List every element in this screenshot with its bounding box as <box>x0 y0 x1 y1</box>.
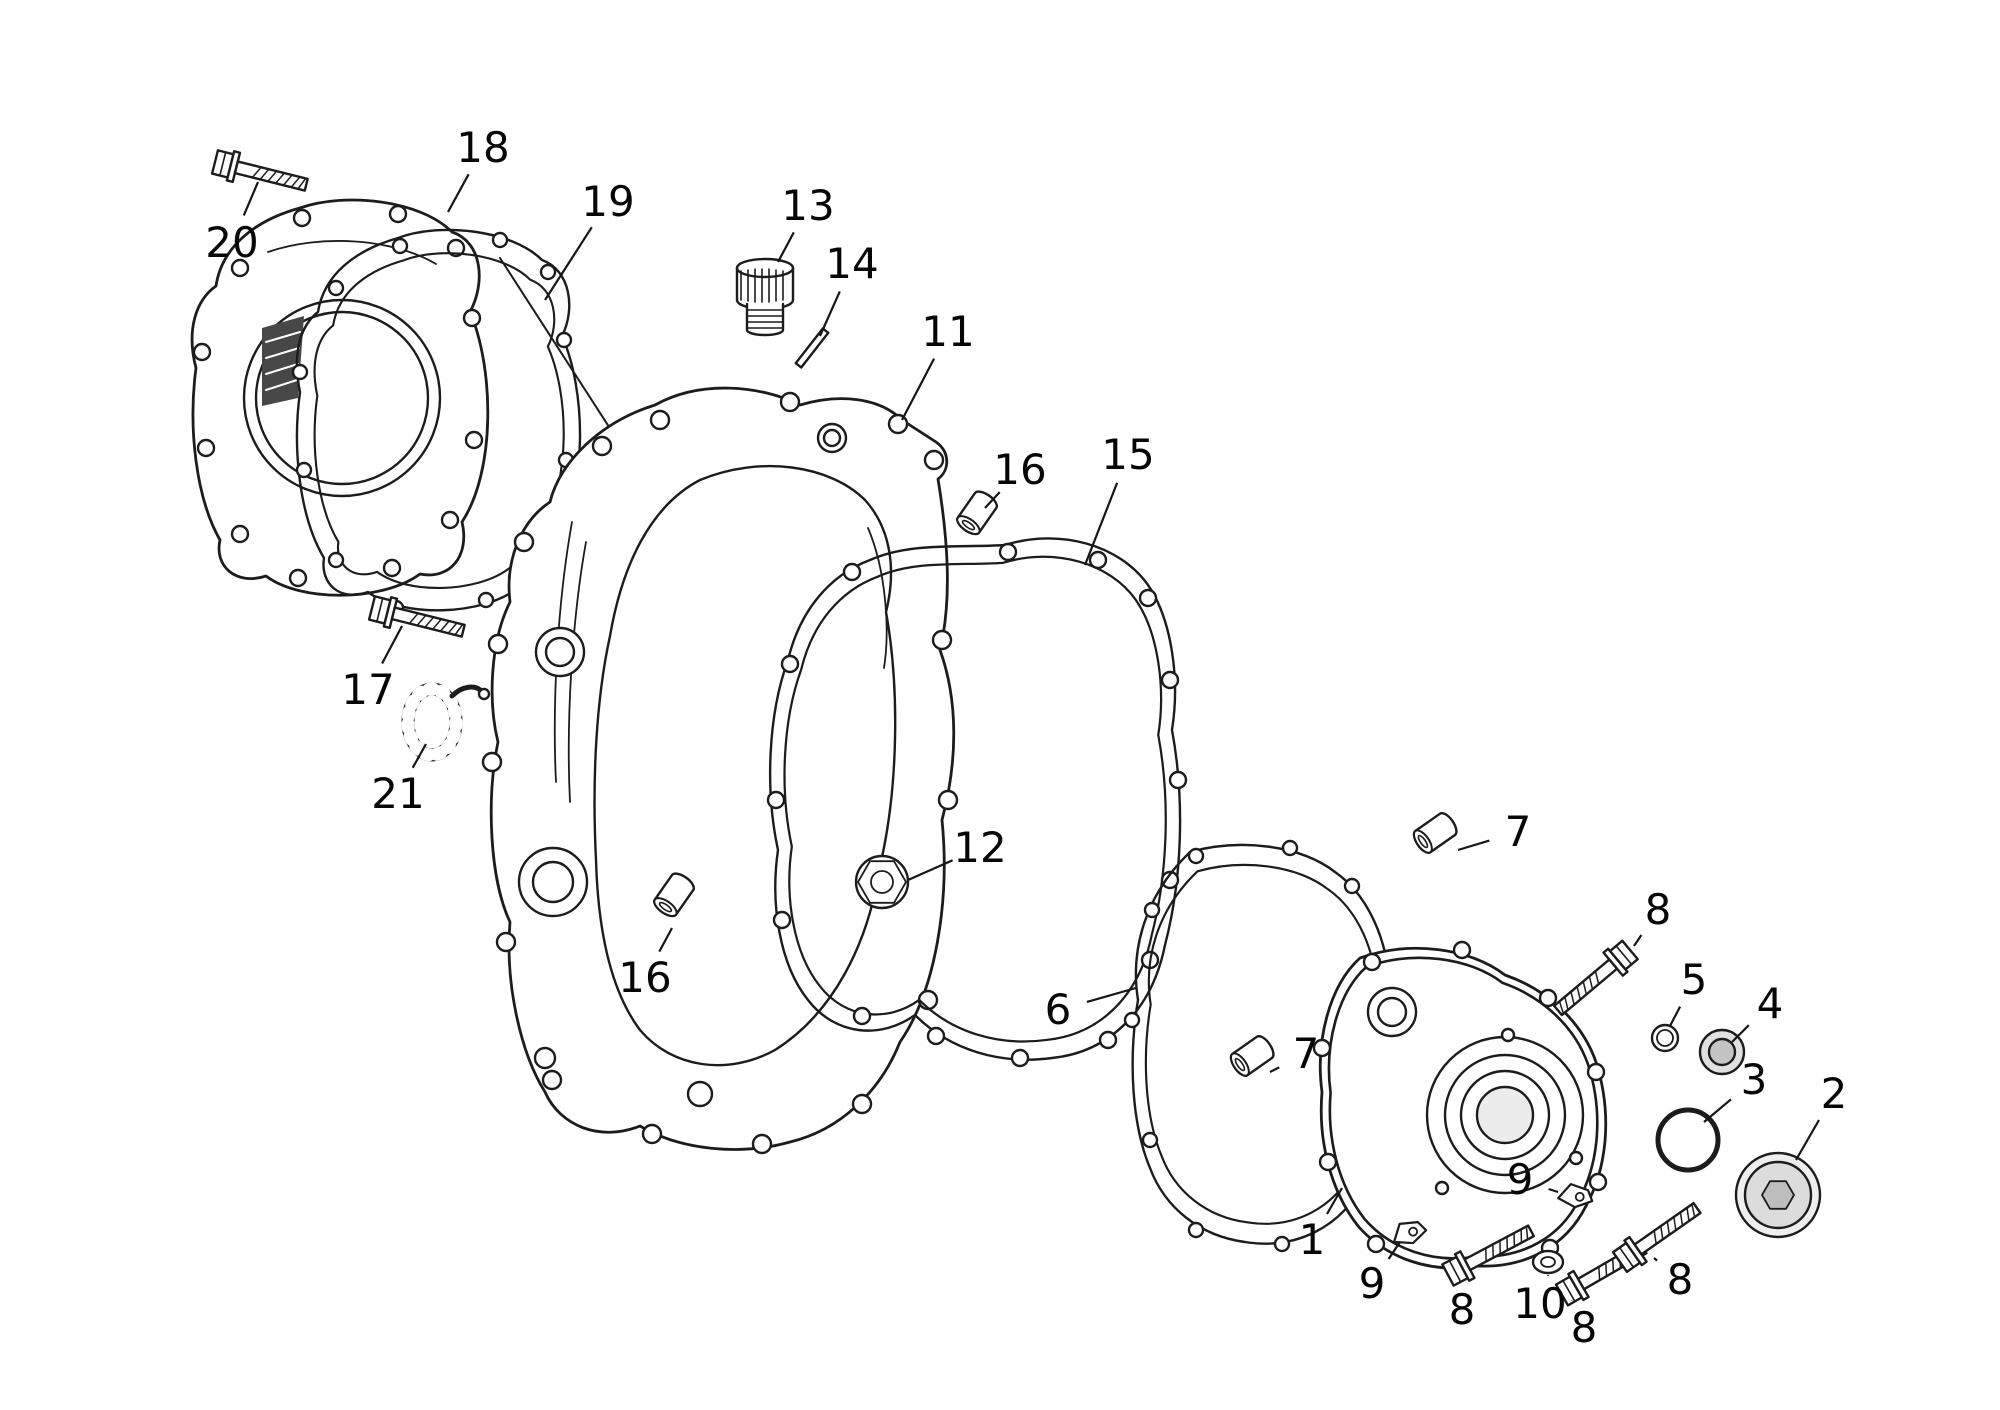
leader-line-8 <box>1633 934 1643 947</box>
leader-line-1 <box>1326 1187 1343 1215</box>
flange-bolt-17 <box>367 592 469 647</box>
dowel-pin <box>794 327 830 369</box>
o-ring-large <box>1655 1107 1721 1173</box>
collar-16-upper <box>953 486 1001 539</box>
leader-line-9 <box>1548 1187 1559 1194</box>
leader-line-14 <box>818 290 841 337</box>
leader-line-20 <box>242 181 260 216</box>
washer <box>1531 1249 1565 1275</box>
flanged-nut <box>854 854 910 910</box>
leader-line-11 <box>901 358 936 421</box>
leader-line-15 <box>1083 482 1119 566</box>
flange-bolt-8-upper <box>1547 937 1641 1024</box>
leader-line-12 <box>907 859 954 882</box>
flange-bolt-8-lower-right <box>1610 1194 1707 1276</box>
generator-cover-outline <box>1312 940 1608 1278</box>
leader-line-13 <box>777 231 795 263</box>
collar-7-upper <box>1409 809 1462 857</box>
collar-7-lower <box>1226 1032 1279 1080</box>
leader-line-7 <box>1269 1066 1280 1073</box>
o-ring-small <box>1650 1023 1680 1053</box>
leader-lines <box>242 173 1820 1301</box>
leader-line-6 <box>1086 986 1137 1003</box>
leader-line-9 <box>1387 1241 1401 1260</box>
flange-bolt-20 <box>210 146 312 201</box>
crankcase-cover-outline <box>481 386 959 1155</box>
leader-line-18 <box>447 173 470 213</box>
torsion-spring <box>401 682 491 762</box>
leader-line-16 <box>984 491 1001 509</box>
clutch-cover-outline <box>190 198 490 597</box>
cover-emblem-hatch <box>262 316 304 406</box>
leader-line-21 <box>411 743 427 769</box>
leader-line-7 <box>1457 839 1490 852</box>
oil-filler-cap <box>735 257 795 337</box>
leader-line-4 <box>1731 1024 1750 1043</box>
leader-line-17 <box>381 625 403 665</box>
leader-line-3 <box>1703 1098 1732 1123</box>
leader-line-8 <box>1653 1257 1658 1262</box>
leader-line-16 <box>658 927 673 953</box>
leader-line-5 <box>1669 1006 1682 1027</box>
oil-filler-plug-large <box>1734 1151 1822 1239</box>
leader-line-19 <box>544 226 593 301</box>
leader-line-2 <box>1795 1119 1820 1161</box>
